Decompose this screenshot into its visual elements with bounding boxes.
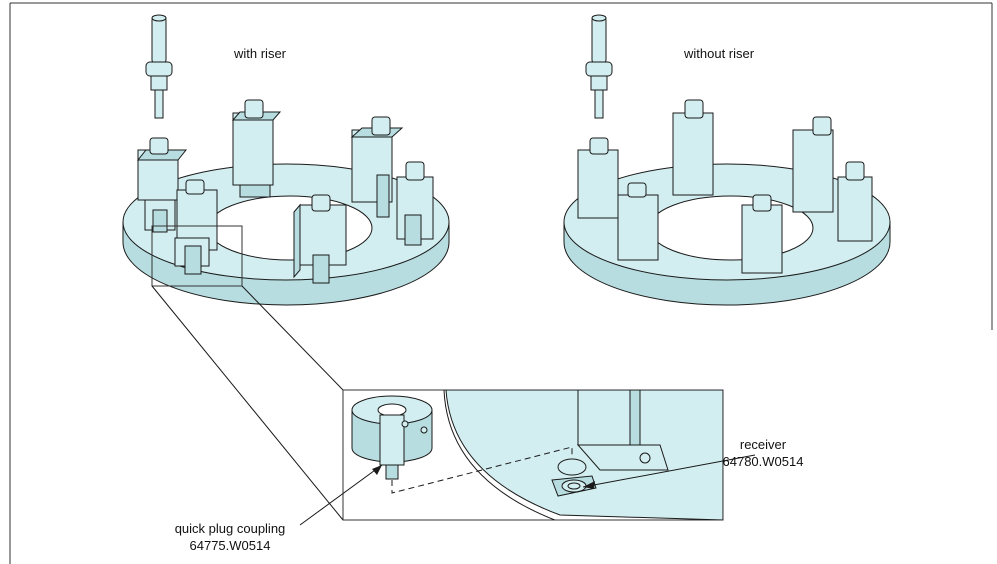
magnify-leader-1 [241, 285, 344, 391]
receiver-label: receiver 64780.W0514 [718, 436, 808, 470]
with-riser-label: with riser [234, 46, 287, 61]
clamp-unit-3 [350, 116, 404, 218]
receiver-leader [582, 454, 756, 488]
clamp-unit-2 [231, 99, 282, 198]
without-riser-label: without riser [684, 46, 755, 61]
magnify-leader-2 [151, 285, 344, 521]
clamp-unit-r5 [741, 194, 783, 274]
clamp-unit-r4 [837, 161, 873, 242]
coupling-name: quick plug coupling [174, 521, 286, 536]
clamp-unit-r2 [672, 99, 714, 196]
coupling-part-number: 64775.W0514 [189, 538, 271, 553]
clamp-unit-r3 [792, 116, 834, 213]
without-riser-assembly [563, 14, 891, 306]
alignment-dashed-line [391, 446, 573, 494]
quick-plug-coupling-icon [351, 395, 433, 480]
receiver-icon [551, 458, 597, 497]
with-riser-assembly [122, 14, 450, 521]
coupling-label: quick plug coupling 64775.W0514 [162, 520, 298, 554]
clamp-unit-r6 [617, 182, 659, 261]
receiver-arrowhead [583, 481, 595, 489]
magnify-region [151, 225, 243, 287]
clamp-unit-6 [174, 179, 218, 275]
receiver-name: receiver [739, 437, 787, 452]
clamp-unit-4 [396, 161, 434, 246]
clamp-unit-5 [293, 194, 347, 284]
receiver-part-number: 64780.W0514 [722, 454, 804, 469]
coupling-leader [299, 464, 383, 526]
riser-pin-icon [585, 14, 613, 119]
riser-pin-icon [145, 14, 173, 119]
clamp-unit-r1 [577, 137, 619, 219]
coupling-arrowhead [372, 465, 382, 475]
detail-inset [299, 389, 756, 526]
